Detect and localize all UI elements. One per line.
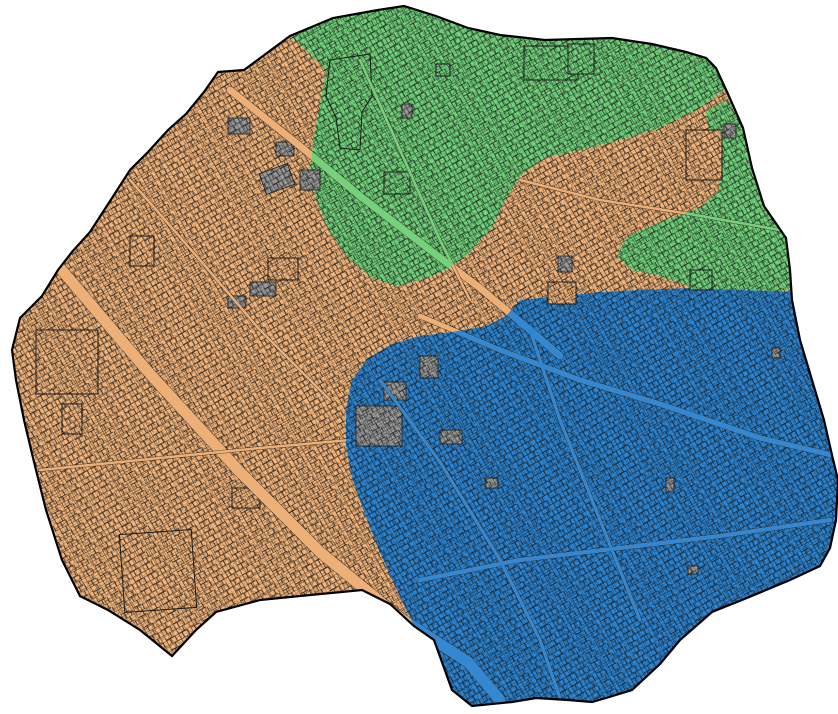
road[interactable] [418, 518, 832, 582]
road[interactable] [417, 313, 838, 459]
district-boundary[interactable] [10, 4, 838, 708]
road[interactable] [528, 328, 642, 622]
road[interactable] [378, 378, 562, 700]
roads-zone-blue-shape [60, 268, 838, 706]
main-road[interactable] [60, 268, 506, 706]
road[interactable] [38, 438, 352, 472]
road[interactable] [128, 178, 332, 402]
